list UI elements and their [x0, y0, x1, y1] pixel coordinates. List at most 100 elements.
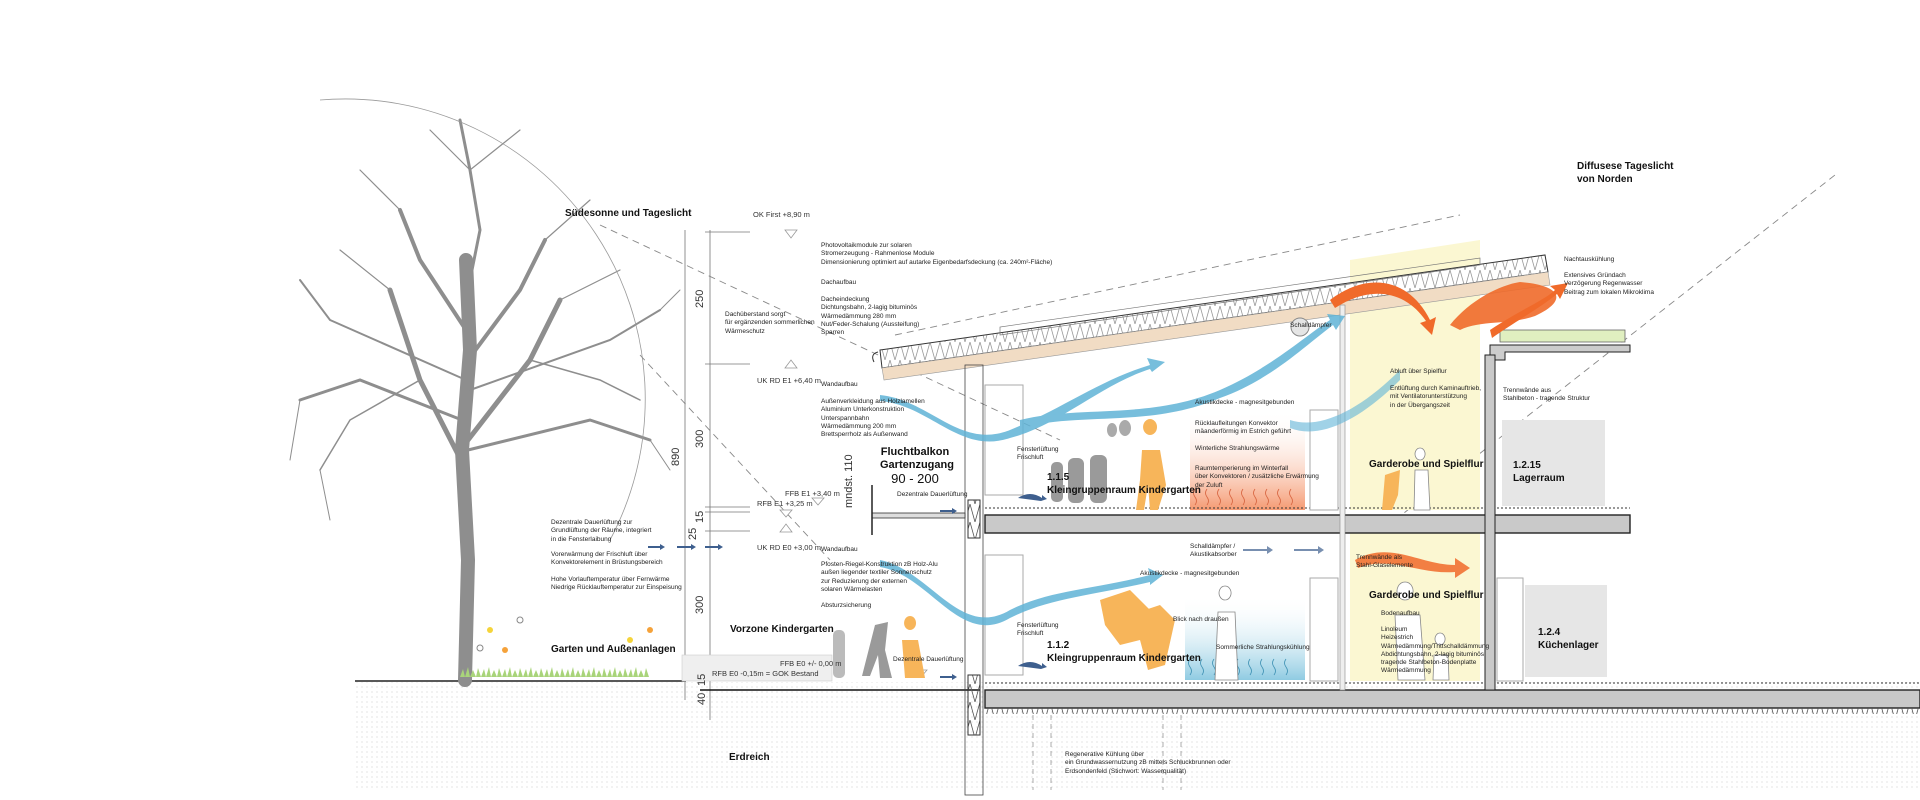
- note-line: Extensives Gründach: [1564, 272, 1626, 279]
- room-number: 1.1.2: [1047, 640, 1070, 651]
- note-line: Fensterlüftung: [1017, 446, 1059, 453]
- door-lower-right: [1496, 577, 1524, 682]
- note-line: Stahl-Glaselemente: [1356, 562, 1414, 570]
- note-line: Dachüberstand sorgt: [725, 311, 786, 318]
- note-line: der Zuluft: [1195, 481, 1223, 489]
- note-line: Dezentrale Dauerlüftung zur: [551, 519, 633, 526]
- dimension-890: 890: [670, 447, 682, 466]
- dimension-railing: mndst. 110: [843, 454, 855, 508]
- slab-ground: [984, 689, 1920, 709]
- note-line: Verzögerung Regenwasser: [1564, 280, 1643, 288]
- dimension-250: 250: [694, 289, 706, 308]
- note-line: Dimensionierung optimiert auf autarke Ei…: [821, 258, 1053, 266]
- note-line: Nut/Feder-Schalung (Aussteifung): [821, 320, 920, 328]
- note-line: mit Ventilatorunterstützung: [1390, 393, 1467, 401]
- note-wall-title-lower: Wandaufbau: [821, 546, 858, 553]
- dimension-lines: [684, 230, 750, 720]
- note-line: Dacheindeckung: [821, 296, 870, 303]
- note-line: zur Reduzierung der externen: [821, 577, 907, 585]
- note-line: Trennwände als: [1356, 554, 1403, 561]
- room-number: 1.1.5: [1047, 472, 1070, 483]
- note-silencer-lower: Schalldämpfer /Akustikabsorber: [1190, 543, 1237, 560]
- balcony-line: Fluchtbalkon: [880, 446, 950, 458]
- note-line: Dichtungsbahn, 2-lagig bituminös: [821, 304, 918, 312]
- note-line: Konvektorelement in Brüstungsbereich: [551, 559, 663, 567]
- note-line: tragende Stahlbeton-Bodenplatte: [1381, 659, 1477, 667]
- room-number: 1.2.4: [1538, 627, 1561, 638]
- room-name: Küchenlager: [1538, 640, 1599, 651]
- dimension-25: 25: [687, 527, 699, 540]
- note-roof-title: Dachaufbau: [821, 279, 857, 286]
- note-line: Akustikabsorber: [1190, 551, 1237, 559]
- note-line: Trennwände aus: [1503, 387, 1552, 394]
- north-light-line: Diffusese Tageslicht: [1577, 161, 1674, 172]
- note-floor-title: Bodenaufbau: [1381, 610, 1420, 617]
- note-line: Grundlüftung der Räume, integriert: [551, 527, 652, 535]
- note-line: Erdsondenfeld (Stichwort: Wasserqualität…: [1065, 767, 1187, 775]
- dimension-300-lower: 300: [694, 595, 706, 614]
- note-stack: Entlüftung durch Kaminauftrieb,mit Venti…: [1390, 385, 1481, 410]
- note-line: Linoleum: [1381, 626, 1408, 633]
- note-line: für ergänzenden sommerlichen: [725, 319, 815, 327]
- note-line: mäanderförmig im Estrich geführt: [1195, 428, 1292, 436]
- pv-modules: [999, 257, 1481, 336]
- note-night-cooling: Nachtauskühlung: [1564, 256, 1615, 263]
- storage-box-lower: [1525, 585, 1607, 677]
- note-line: Raumtemperierung im Winterfall: [1195, 465, 1289, 472]
- note-fall-protection: Absturzsicherung: [821, 602, 872, 609]
- heading-sun: Südesonne und Tageslicht: [565, 208, 692, 219]
- tree: [289, 118, 681, 687]
- corridor-lower-label: Garderobe und Spielflur: [1369, 590, 1484, 601]
- note-view-out: Blick nach draußen: [1173, 616, 1229, 623]
- dimension-15: 15: [694, 510, 706, 523]
- note-decentral-upper: Dezentrale Dauerlüftung: [897, 491, 968, 498]
- room-name: Lagerraum: [1513, 473, 1565, 484]
- level-ffb-e1: FFB E1 +3,40 m: [785, 489, 840, 498]
- note-line: außen liegender textiler Sonnenschutz: [821, 569, 932, 577]
- note-line: Wärmedämmung/Trittschalldämmung: [1381, 642, 1490, 650]
- level-rfb-e0: RFB E0 -0,15m = GOK Bestand: [712, 669, 819, 678]
- cooling-field: [1185, 595, 1305, 680]
- heading-garden: Garten und Außenanlagen: [551, 644, 676, 655]
- heading-forecourt: Vorzone Kindergarten: [730, 624, 834, 635]
- dimension-15-ground: 15: [696, 673, 708, 686]
- slab-upper: [984, 514, 1631, 534]
- note-line: Pfosten-Riegel-Konstruktion zB Holz-Alu: [821, 561, 938, 568]
- corridor-upper-label: Garderobe und Spielflur: [1369, 459, 1484, 470]
- note-line: solaren Wärmelasten: [821, 585, 883, 593]
- supply-air-arrows: [648, 494, 1324, 680]
- window-lower: [984, 554, 1024, 676]
- note-acoustic-lower: Akustikdecke - magnesitgebunden: [1140, 570, 1240, 577]
- room-number: 1.2.15: [1513, 460, 1541, 471]
- note-line: Photovoltaikmodule zur solaren: [821, 242, 912, 249]
- figures: [833, 419, 1450, 681]
- note-line: Wärmedämmung: [1381, 667, 1431, 675]
- note-line: Schalldämpfer /: [1190, 543, 1236, 550]
- note-line: Beitrag zum lokalen Mikroklima: [1564, 288, 1654, 296]
- note-line: Abdichtungsbahn, 2-lagig bituminös: [1381, 650, 1484, 658]
- forecourt-deck: [681, 654, 833, 682]
- wall-corridor: [1339, 304, 1346, 691]
- geothermal-probes: [1032, 715, 1182, 790]
- heading-soil: Erdreich: [729, 752, 770, 763]
- door-lower: [1309, 577, 1339, 682]
- heating-field: [1190, 410, 1305, 510]
- note-line: Brettsperrholz als Außenwand: [821, 431, 908, 439]
- storage-box-upper: [1502, 420, 1605, 506]
- note-line: Entlüftung durch Kaminauftrieb,: [1390, 385, 1482, 392]
- room-name: Kleingruppenraum Kindergarten: [1047, 485, 1201, 496]
